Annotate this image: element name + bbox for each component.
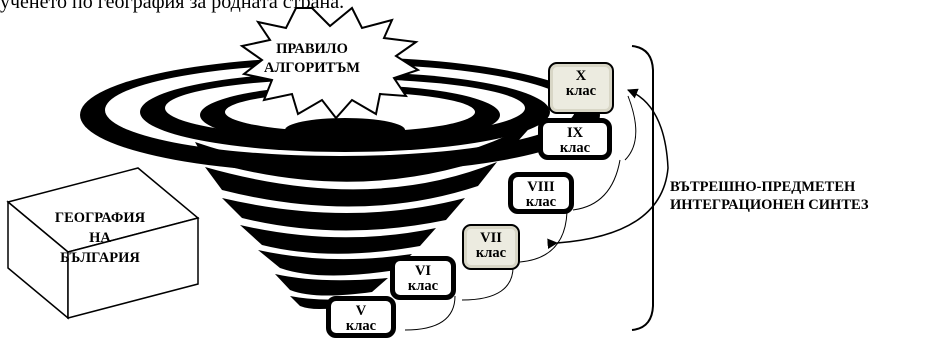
caption-text: ученето по география за родната страна. xyxy=(0,0,345,13)
box-3d xyxy=(6,167,200,320)
tornado-funnel xyxy=(80,57,600,309)
synthesis-label: ВЪТРЕШНО-ПРЕДМЕТЕН ИНТЕГРАЦИОНЕН СИНТЕЗ xyxy=(670,179,869,213)
starburst-shape xyxy=(239,6,421,120)
geography-bulgaria-label: ГЕОГРАФИЯ НА БЪЛГАРИЯ xyxy=(54,210,146,266)
right-bracket xyxy=(631,45,654,331)
rule-algorithm-label: ПРАВИЛО АЛГОРИТЪМ xyxy=(263,41,360,76)
synthesis-arrow xyxy=(547,88,669,249)
